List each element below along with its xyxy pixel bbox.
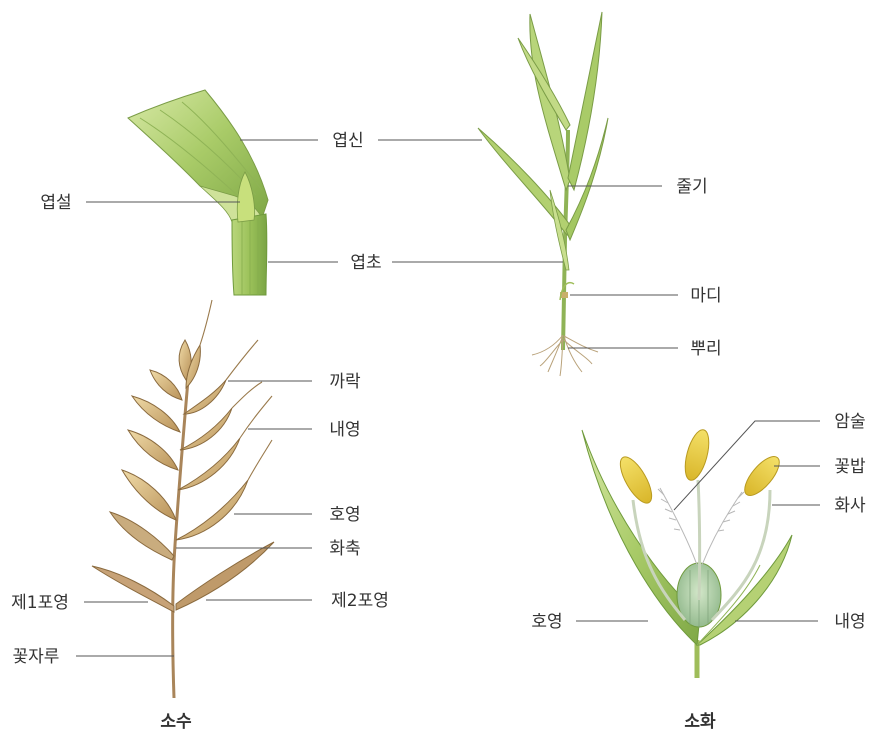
label-floret-palea: 내영 (834, 612, 865, 632)
label-sheath: 엽초 (350, 253, 381, 273)
label-stem: 줄기 (676, 177, 707, 197)
label-rachilla: 화축 (329, 539, 360, 559)
label-root: 뿌리 (690, 339, 721, 359)
label-blade: 엽신 (332, 131, 363, 151)
label-awn: 까락 (329, 372, 361, 392)
grass-plant-illustration (478, 12, 608, 376)
label-spikelet-lemma: 호영 (329, 505, 360, 525)
caption-floret: 소화 (684, 712, 716, 732)
leaf-sheath-illustration (128, 90, 268, 295)
floret-illustration (582, 427, 792, 678)
label-ligule: 엽설 (40, 193, 71, 213)
label-glume2: 제2포영 (331, 591, 389, 611)
label-floret-lemma: 호영 (531, 612, 562, 632)
label-anther: 꽃밥 (834, 457, 866, 477)
label-glume1: 제1포영 (11, 593, 69, 613)
label-filament: 화사 (834, 496, 866, 516)
spikelet-illustration (92, 300, 274, 698)
label-node: 마디 (690, 286, 721, 306)
label-stigma: 암술 (834, 412, 865, 432)
label-spikelet-palea: 내영 (329, 420, 360, 440)
labels: 엽신 엽설 엽초 줄기 마디 뿌리 까락 내영 호영 화축 제1포영 제2포영 … (11, 131, 866, 732)
caption-spikelet: 소수 (160, 712, 192, 732)
label-pedicel: 꽃자루 (13, 647, 60, 667)
